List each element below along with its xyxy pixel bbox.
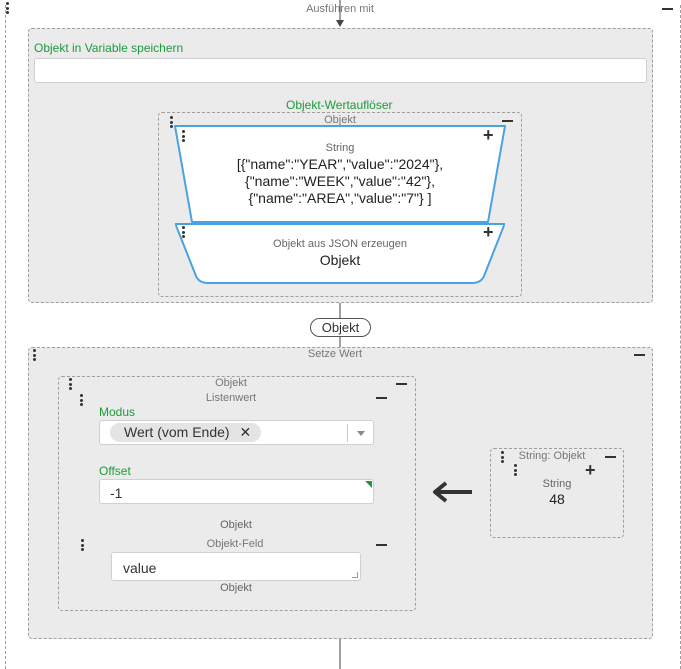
add-icon[interactable]: + xyxy=(483,125,494,145)
add-icon[interactable]: + xyxy=(483,222,494,242)
drag-handle-icon[interactable] xyxy=(33,349,37,363)
field-name-value: value xyxy=(123,560,157,576)
drag-handle-icon[interactable] xyxy=(182,226,186,240)
resolver-title: Objekt-Wertauflöser xyxy=(286,98,393,112)
string-slot-title: String: Objekt xyxy=(518,450,586,462)
arrow-left-icon xyxy=(430,480,474,504)
mode-select[interactable]: Wert (vom Ende) ✕ xyxy=(99,420,374,445)
drag-handle-icon[interactable] xyxy=(81,539,85,553)
offset-input[interactable]: -1 xyxy=(99,479,374,504)
offset-label: Offset xyxy=(99,464,131,478)
exec-title: Ausführen mit xyxy=(306,3,374,15)
collapse-icon[interactable] xyxy=(662,8,673,10)
drag-handle-icon[interactable] xyxy=(514,464,518,478)
dropdown-arrow-icon[interactable] xyxy=(357,431,365,436)
field-name-input[interactable]: value xyxy=(111,552,361,581)
mode-chip: Wert (vom Ende) ✕ xyxy=(110,423,262,442)
store-variable-input[interactable] xyxy=(34,58,647,83)
drag-handle-icon[interactable] xyxy=(182,130,186,144)
mode-label: Modus xyxy=(99,405,136,419)
field-block-title: Objekt-Feld xyxy=(206,538,264,550)
drag-handle-icon[interactable] xyxy=(170,116,174,130)
collapse-icon[interactable] xyxy=(634,354,645,356)
store-variable-label: Objekt in Variable speichern xyxy=(34,41,184,55)
collapse-icon[interactable] xyxy=(376,397,387,399)
json-value: Objekt xyxy=(319,252,361,268)
remove-chip-icon[interactable]: ✕ xyxy=(239,424,252,440)
drag-handle-icon[interactable] xyxy=(80,394,84,408)
object-slot-label: Objekt xyxy=(215,377,247,389)
list-value-title: Listenwert xyxy=(205,392,257,404)
string-slot-value: 48 xyxy=(549,491,565,507)
resolver-slot-label: Objekt xyxy=(324,114,356,126)
add-icon[interactable]: + xyxy=(585,460,596,480)
drag-handle-icon[interactable] xyxy=(69,378,73,392)
resize-handle-icon[interactable] xyxy=(352,572,358,578)
string-slot-type: String xyxy=(542,478,572,490)
drag-handle-icon[interactable] xyxy=(501,451,505,465)
string-line-2: {"name":"WEEK","value":"42"}, xyxy=(245,173,435,189)
collapse-icon[interactable] xyxy=(396,383,407,385)
set-value-title: Setze Wert xyxy=(307,348,363,360)
offset-value: -1 xyxy=(110,485,123,501)
objekt-connector-pill: Objekt xyxy=(310,318,371,337)
field-corner-marker xyxy=(365,481,372,488)
list-bottom-label: Objekt xyxy=(220,519,252,531)
field-bottom-label: Objekt xyxy=(220,582,252,594)
string-line-1: [{"name":"YEAR","value":"2024"}, xyxy=(236,156,444,172)
collapse-icon[interactable] xyxy=(502,120,513,122)
collapse-icon[interactable] xyxy=(376,544,387,546)
json-type-label: Objekt aus JSON erzeugen xyxy=(273,238,407,250)
string-type-label: String xyxy=(325,142,355,154)
select-divider xyxy=(347,424,348,442)
string-slot xyxy=(490,448,624,538)
drag-handle-icon[interactable] xyxy=(6,2,10,16)
mode-chip-label: Wert (vom Ende) xyxy=(124,424,230,440)
string-line-3: {"name":"AREA","value":"7"} ] xyxy=(248,190,432,206)
collapse-icon[interactable] xyxy=(605,456,616,458)
